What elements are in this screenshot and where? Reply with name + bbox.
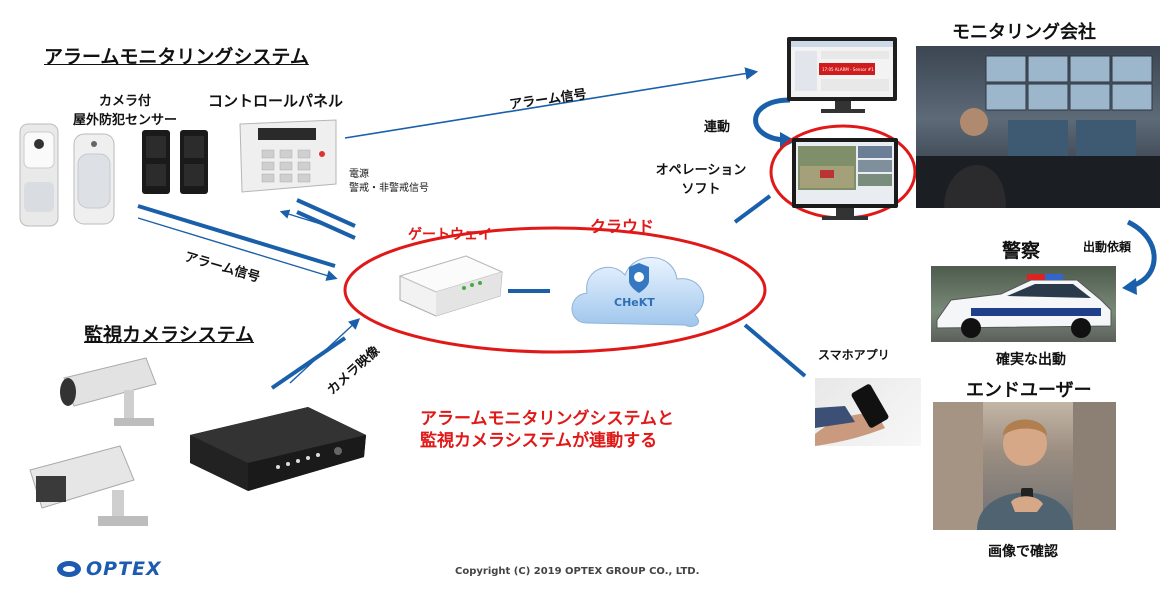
alarm-system-title: アラームモニタリングシステム xyxy=(44,46,309,68)
camera-system-title: 監視カメラシステム xyxy=(84,324,255,346)
camera-sensor-label: カメラ付 屋外防犯センサー xyxy=(60,90,190,128)
outdoor-sensor-device-1 xyxy=(18,122,60,228)
operation-software-line1: オペレーション xyxy=(655,163,747,178)
police-title: 警察 xyxy=(1002,240,1041,262)
police-car-photo xyxy=(931,266,1116,342)
optex-logo-text: OPTEX xyxy=(86,558,162,580)
beam-sensor-device-1 xyxy=(140,128,172,196)
bullet-camera-device-1 xyxy=(54,350,169,435)
linkage-arrow xyxy=(753,97,791,143)
control-panel-label: コントロールパネル xyxy=(208,92,344,110)
cloud-operation-link xyxy=(733,194,772,224)
linkage-label: 連動 xyxy=(704,120,731,135)
operation-software-monitor xyxy=(790,136,900,222)
outdoor-sensor-device-2 xyxy=(72,132,116,226)
camera-sensor-line2: 屋外防犯センサー xyxy=(72,113,177,128)
end-user-caption: 画像で確認 xyxy=(988,544,1058,560)
power-signal-line-2 xyxy=(296,210,356,240)
cloud-smartphone-link xyxy=(743,323,807,378)
gateway-device xyxy=(396,252,506,318)
smartphone-photo xyxy=(815,378,921,446)
power-signal-arrow-back xyxy=(279,209,341,231)
alarm-signal-arrow-top xyxy=(344,67,759,139)
linkage-message: アラームモニタリングシステムと 監視カメラシステムが連動する xyxy=(420,408,674,452)
alarm-signal-arrow-left xyxy=(137,217,338,281)
gateway-cloud-ellipse xyxy=(343,226,767,354)
end-user-title: エンドユーザー xyxy=(966,380,1092,401)
dispatch-request-label: 出動依頼 xyxy=(1083,240,1132,254)
beam-sensor-device-2 xyxy=(178,128,210,196)
monitoring-room-photo xyxy=(916,46,1160,208)
monitoring-company-title: モニタリング会社 xyxy=(952,22,1096,43)
end-user-photo xyxy=(933,402,1116,530)
cloud-logo-text: CHeKT xyxy=(614,296,655,309)
operation-software-line2: ソフト xyxy=(681,182,721,197)
cloud-label: クラウド xyxy=(590,217,655,236)
camera-sensor-line1: カメラ付 xyxy=(98,94,151,109)
dispatch-arrow xyxy=(1126,219,1157,289)
monitor-alert-text: 17:05 ALARM - Sensor #1 xyxy=(822,67,874,72)
recorder-device xyxy=(188,405,368,495)
optex-logo: OPTEX xyxy=(56,558,162,580)
power-signal-line2: 警戒・非警戒信号 xyxy=(349,183,429,194)
control-panel-device xyxy=(236,118,340,194)
smartphone-app-label: スマホアプリ xyxy=(818,348,890,362)
power-signal-line xyxy=(296,198,356,228)
operation-software-label: オペレーション ソフト xyxy=(652,159,750,197)
optex-logo-mark xyxy=(57,561,81,577)
monitoring-pc-monitor xyxy=(785,35,900,115)
police-caption: 確実な出動 xyxy=(996,352,1066,368)
linkage-message-line1: アラームモニタリングシステムと xyxy=(420,409,674,429)
linkage-message-line2: 監視カメラシステムが連動する xyxy=(420,431,658,451)
power-signal-line1: 電源 xyxy=(349,169,369,180)
alarm-signal-line-1 xyxy=(137,204,336,268)
power-signal-label: 電源 警戒・非警戒信号 xyxy=(349,168,429,196)
gateway-label: ゲートウェイ xyxy=(408,227,492,243)
camera-video-arrow xyxy=(289,318,361,384)
copyright-text: Copyright (C) 2019 OPTEX GROUP CO., LTD. xyxy=(455,566,700,577)
bullet-camera-device-2 xyxy=(22,440,157,540)
camera-video-line xyxy=(270,336,347,390)
cloud-icon xyxy=(565,245,715,331)
